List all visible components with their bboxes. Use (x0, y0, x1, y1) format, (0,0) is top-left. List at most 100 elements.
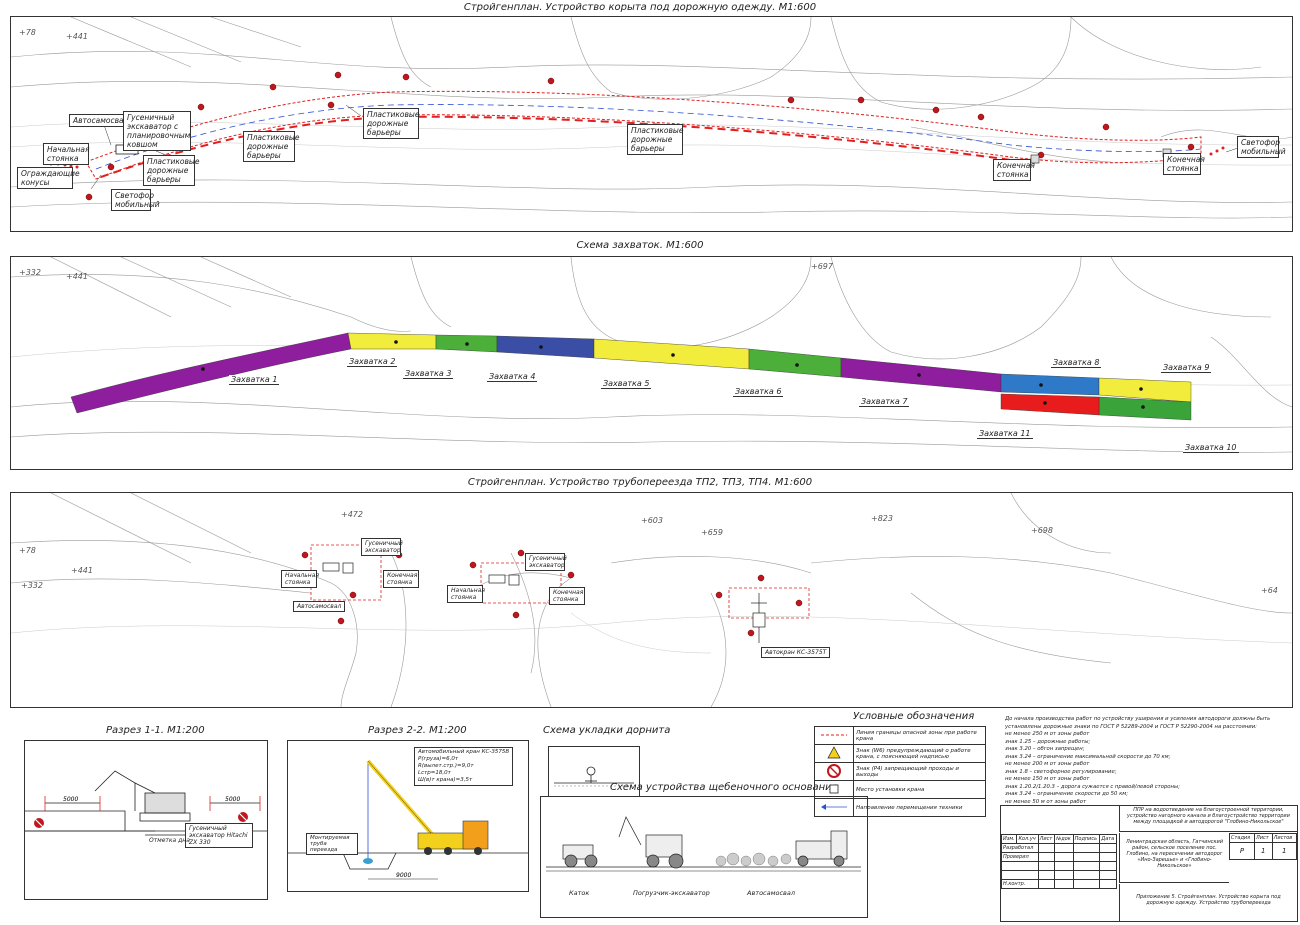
label-p3-excavator-2: Гусеничный экскаватор (525, 553, 567, 571)
zone-marker (1043, 401, 1047, 405)
label-traffic-light-right: Светофор мобильный (1237, 136, 1286, 158)
section1-mark: Отметка дна (149, 837, 190, 844)
zone-label-10: Захватка 10 (1183, 443, 1239, 453)
map-number: +64 (1261, 586, 1278, 595)
stamp-title: ППР на водоотведение на благоустроенной … (1119, 806, 1297, 832)
stamp-header: №док (1054, 834, 1074, 844)
map-number: +441 (66, 272, 88, 281)
dornit-drawing[interactable] (548, 746, 640, 800)
zone-marker (1139, 387, 1143, 391)
zone-11 (1000, 393, 1100, 416)
map-number: +441 (71, 566, 93, 575)
note-line: знак 3.24 – ограничение максимальной ско… (1005, 753, 1171, 760)
zones-group (70, 332, 1192, 421)
note-line: установлены дорожные знаки по ГОСТ Р 522… (1005, 723, 1257, 730)
label-cones: Ограждающие конусы (17, 167, 80, 189)
stamp-sheets: 1 (1271, 842, 1298, 860)
panel1-drawing: +78 +441 (11, 17, 1292, 219)
legend-table: Линия границы опасной зоны при работе кр… (814, 726, 986, 817)
stamp-role: Разработал (1001, 843, 1039, 853)
section1-label: Гусеничный экскаватор Hitachi ZX 330 (185, 823, 253, 848)
section1-dim-right: 5000 (225, 796, 240, 803)
note-line: знак 1.8 – светофорное регулирование; (1005, 768, 1117, 775)
label-p3-crane: Автокран КС-3575Т (761, 647, 831, 658)
legend-item: Линия границы опасной зоны при работе кр… (853, 726, 986, 745)
stamp-header: Кол.уч (1016, 834, 1039, 844)
stamp-sheet: 1 (1253, 842, 1273, 860)
zone-marker (795, 363, 799, 367)
zone-label-4: Захватка 4 (487, 372, 538, 382)
stamp-header: Лист (1037, 834, 1056, 844)
label-p3-end-2: Конечная стоянка (549, 587, 585, 605)
crane-info-line: Ш(в)т крана)=3,5т (418, 777, 473, 783)
zone-label-8: Захватка 8 (1051, 358, 1102, 368)
note-line: знак 3.20 – обгон запрещен; (1005, 746, 1085, 752)
zone-1 (70, 332, 352, 414)
panel2-zones-scheme[interactable]: +332 +441 +697 Захватка 1 Захватка 2 Зах… (10, 256, 1293, 470)
shcheben-drawing[interactable]: Каток Погрузчик-экскаватор Автосамосвал (540, 796, 868, 918)
map-number: +823 (871, 514, 893, 523)
crane-info-line: R(вылет.стр.)=9,0т (418, 763, 474, 769)
legend-row: Направление перемещения техники (814, 798, 986, 817)
zone-label-2: Захватка 2 (347, 357, 398, 367)
note-line: не менее 150 м от зоны работ (1005, 776, 1090, 782)
map-number: +332 (19, 268, 41, 277)
zone-6 (748, 348, 842, 378)
label-barriers-right: Пластиковые дорожные барьеры (627, 124, 683, 155)
warning-sign-icon (814, 744, 854, 763)
prohibition-sign-icon (814, 762, 854, 781)
zone-marker (671, 353, 675, 357)
zone-marker (394, 340, 398, 344)
zone-label-3: Захватка 3 (403, 369, 454, 379)
legend-item: Направление перемещения техники (853, 798, 986, 817)
section1-drawing[interactable]: 5000 5000 Гусеничный экскаватор Hitachi … (24, 740, 268, 900)
shcheben-title: Схема устройства щебеночного основания (610, 782, 838, 793)
map-number: +78 (19, 28, 36, 37)
dornit-title: Схема укладки дорнита (543, 725, 671, 736)
stamp-sheet-caption: Приложение 5. Стройгенплан. Устройство к… (1119, 884, 1297, 921)
stamp-address: Ленинградская область, Гатчинский район,… (1119, 833, 1229, 883)
panel2-title: Схема захваток. М1:600 (576, 240, 704, 251)
label-traffic-light-left: Светофор мобильный (111, 189, 160, 211)
panel3-drawing: +78 +441 +332 +472 +603 +659 +823 +698 +… (11, 493, 1292, 707)
label-barriers-mid: Пластиковые дорожные барьеры (243, 131, 299, 162)
map-number: +659 (701, 528, 723, 537)
section2-title: Разрез 2-2. М1:200 (368, 725, 467, 736)
map-number: +332 (21, 581, 43, 590)
map-number: +472 (341, 510, 363, 519)
legend-row: Место установки крана (814, 780, 986, 799)
zone-marker (465, 342, 469, 346)
label-barriers-mid2: Пластиковые дорожные барьеры (363, 108, 419, 139)
panel1-site-plan[interactable]: +78 +441 Автосамосвал Гусеничный экскава… (10, 16, 1293, 232)
zone-label-1: Захватка 1 (229, 375, 280, 385)
section2-crane-info: Автомобильный кран КС-3575В Р(груза)=6,0… (414, 747, 514, 786)
crane-info-line: Автомобильный кран КС-3575В (418, 749, 510, 755)
panel1-title: Стройгенплан. Устройство корыта под доро… (463, 2, 817, 13)
legend-row: Линия границы опасной зоны при работе кр… (814, 726, 986, 745)
dornit-svg (554, 766, 634, 787)
zone-marker (1141, 405, 1145, 409)
label-p3-excavator-1: Гусеничный экскаватор (361, 538, 403, 556)
zone-label-9: Захватка 9 (1161, 363, 1212, 373)
map-number: +697 (811, 262, 834, 271)
shcheben-svg (546, 816, 861, 872)
section2-drawing[interactable]: 9000 Автомобильный кран КС-3575В Р(груза… (287, 740, 529, 892)
stamp-stage-header: Стадия (1229, 833, 1255, 843)
zone-8 (1000, 373, 1100, 396)
crane-place-icon (814, 780, 854, 799)
zone-marker (1039, 383, 1043, 387)
zone-marker (539, 345, 543, 349)
map-number: +698 (1031, 526, 1053, 535)
panel3-title: Стройгенплан. Устройство трубопереезда Т… (467, 477, 813, 488)
note-line: знак 3.24 – ограничение скорости до 50 к… (1005, 791, 1129, 797)
zone-marker (917, 373, 921, 377)
zone-label-7: Захватка 7 (859, 397, 910, 407)
panel3-site-plan[interactable]: +78 +441 +332 +472 +603 +659 +823 +698 +… (10, 492, 1293, 708)
legend-row: Знак (W6) предупреждающий о работе крана… (814, 744, 986, 763)
legend-symbol (814, 726, 854, 745)
label-p3-start-1: Начальная стоянка (281, 570, 319, 588)
stamp-stage: Р (1229, 842, 1255, 860)
